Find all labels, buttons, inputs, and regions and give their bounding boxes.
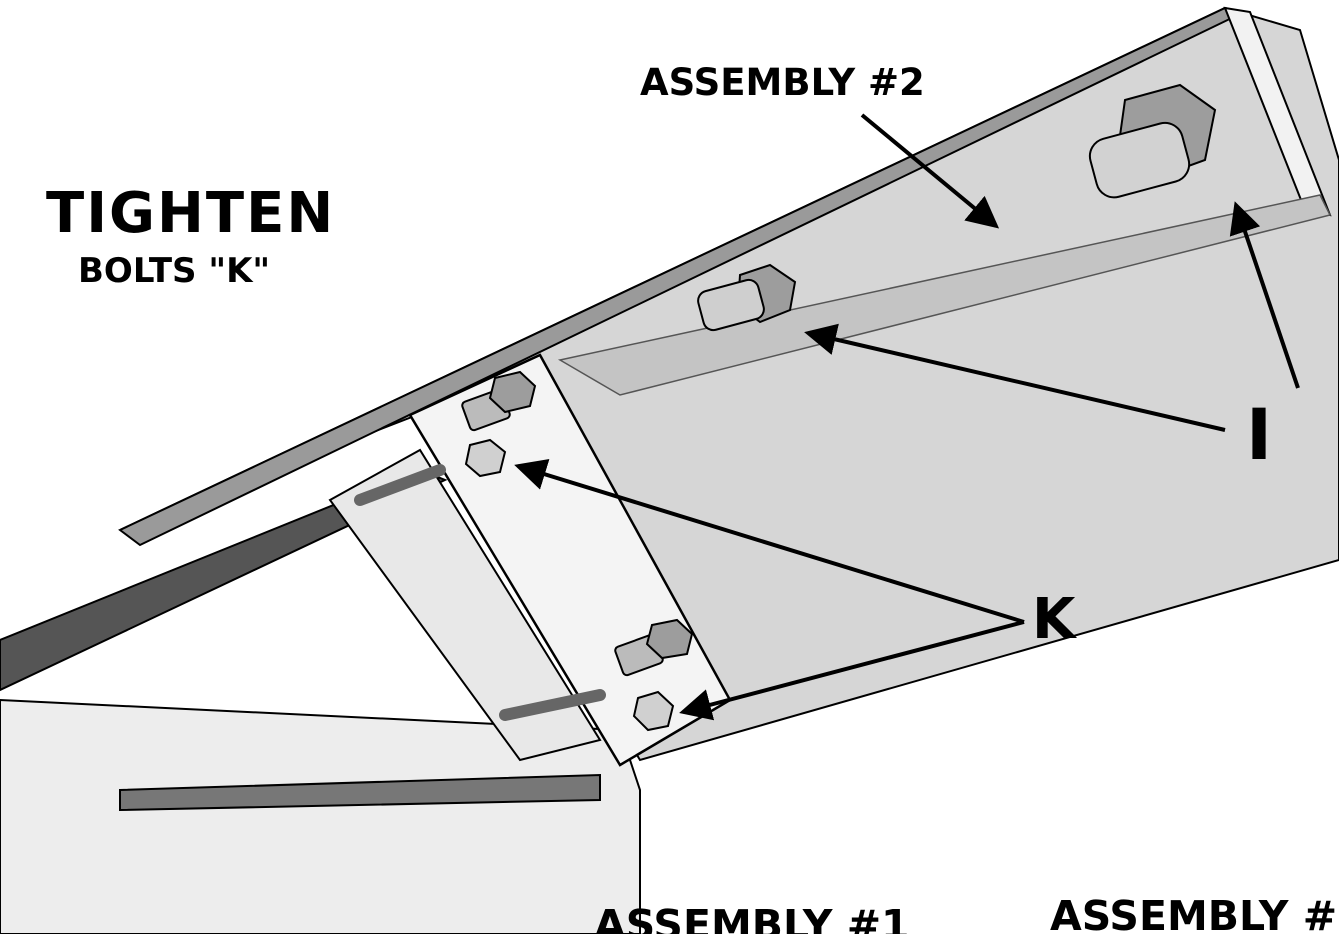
rod-upper	[354, 464, 446, 506]
arrow-icon	[1229, 201, 1300, 389]
callout-k-label: K	[1032, 587, 1076, 652]
arrow-icon	[514, 458, 1025, 624]
lower-flat-bar	[119, 773, 601, 812]
bolt-k-upper	[461, 370, 537, 478]
rod-lower	[499, 689, 606, 721]
bolt-i-middle	[697, 263, 797, 332]
arrow-icon	[804, 323, 1226, 432]
arrow-icon	[860, 113, 1000, 229]
inner-bracket	[328, 448, 602, 762]
callout-i-label: I	[1246, 394, 1273, 476]
bolt-i-right	[1088, 83, 1217, 199]
panel-fold-line	[557, 194, 1332, 396]
bolt-k-lower	[614, 618, 694, 732]
assembly-1-label: ASSEMBLY #1	[594, 901, 910, 934]
assembly-2-label: ASSEMBLY #2	[640, 61, 925, 104]
lower-beam-shadow	[0, 468, 448, 692]
bolts-k-subheading: BOLTS "K"	[78, 251, 271, 291]
arrow-icon	[679, 620, 1025, 721]
tighten-heading: TIGHTEN	[46, 181, 336, 246]
assembly-partial-label: ASSEMBLY #	[1050, 892, 1338, 934]
